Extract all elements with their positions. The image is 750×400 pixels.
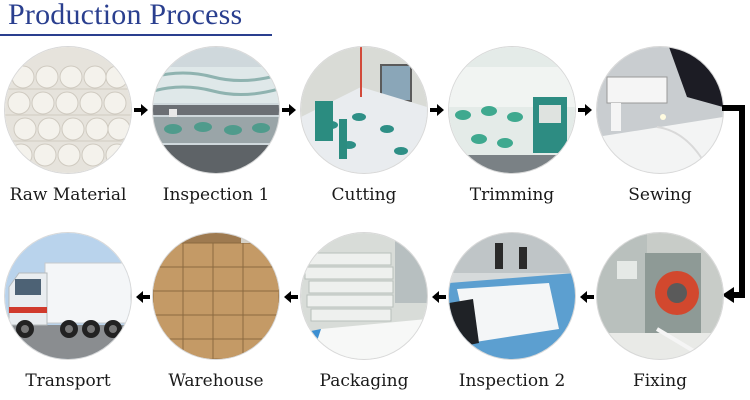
- arrow-left-2: [432, 291, 446, 303]
- cutting-table-icon: [301, 47, 427, 173]
- step-label: Packaging: [319, 371, 409, 391]
- arrow-right-1: [134, 104, 148, 116]
- trimming-station-icon: [449, 47, 575, 173]
- step-label: Inspection 2: [458, 371, 566, 391]
- step-fixing: Fixing: [595, 233, 725, 391]
- arrow-right-3: [430, 104, 444, 116]
- step-transport: Transport: [3, 233, 133, 391]
- page-title: Production Process: [8, 0, 243, 31]
- step-packaging: Packaging: [299, 233, 429, 391]
- step-label: Warehouse: [168, 371, 264, 391]
- step-label: Transport: [25, 371, 111, 391]
- inspection-machine-icon: [153, 47, 279, 173]
- arrow-right-4: [578, 104, 592, 116]
- packaged-goods-icon: [301, 233, 427, 359]
- step-label: Raw Material: [9, 185, 127, 205]
- fixing-machine-icon: [597, 233, 723, 359]
- arrow-right-2: [282, 104, 296, 116]
- step-label: Sewing: [628, 185, 692, 205]
- step-raw-material: Raw Material: [3, 47, 133, 205]
- arrow-left-4: [136, 291, 150, 303]
- step-cutting: Cutting: [299, 47, 429, 205]
- step-inspection-1: Inspection 1: [151, 47, 281, 205]
- step-warehouse: Warehouse: [151, 233, 281, 391]
- title-underline: [0, 34, 272, 36]
- step-trimming: Trimming: [447, 47, 577, 205]
- truck-icon: [5, 233, 131, 359]
- sewing-machine-icon: [597, 47, 723, 173]
- step-label: Inspection 1: [162, 185, 270, 205]
- warehouse-boxes-icon: [153, 233, 279, 359]
- step-label: Cutting: [331, 185, 397, 205]
- step-sewing: Sewing: [595, 47, 725, 205]
- step-label: Trimming: [469, 185, 555, 205]
- row-connector-arrow: [722, 103, 748, 305]
- arrow-left-3: [284, 291, 298, 303]
- step-label: Fixing: [632, 371, 688, 391]
- step-inspection-2: Inspection 2: [447, 233, 577, 391]
- inspection-workers-icon: [449, 233, 575, 359]
- fabric-rolls-icon: [5, 47, 131, 173]
- arrow-left-1: [580, 291, 594, 303]
